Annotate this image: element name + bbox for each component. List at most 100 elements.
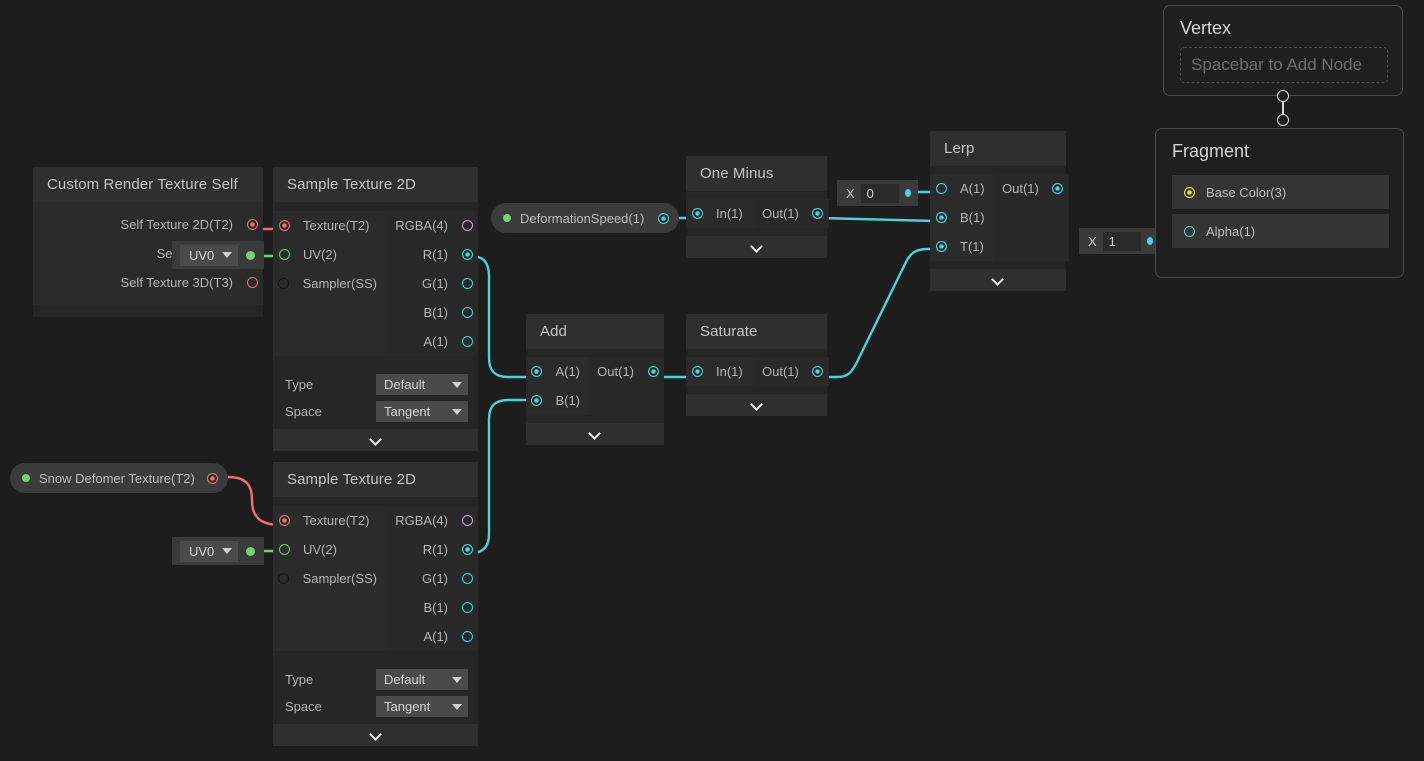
float-port-icon[interactable]: [904, 189, 911, 197]
texture2d-port-icon[interactable]: [278, 515, 290, 526]
port-dot-wrap[interactable]: [273, 278, 295, 289]
port-dot-wrap[interactable]: [273, 573, 295, 584]
port-dot-wrap[interactable]: [807, 208, 829, 219]
input-port-texture[interactable]: Texture(T2): [273, 211, 385, 240]
node-sample-texture-2d-top[interactable]: Sample Texture 2D Texture(T2) UV(2) Samp…: [273, 167, 478, 451]
texture2d-port-icon[interactable]: [207, 472, 218, 484]
setting-space[interactable]: Space Tangent: [273, 693, 478, 720]
setting-type[interactable]: Type Default: [273, 371, 478, 398]
output-port-out[interactable]: Out(1): [588, 357, 664, 386]
float-port-icon[interactable]: [461, 544, 473, 555]
master-stack-vertex[interactable]: Vertex Spacebar to Add Node: [1163, 5, 1403, 96]
port-dot-wrap[interactable]: [930, 241, 952, 252]
output-port-out[interactable]: Out(1): [754, 357, 829, 386]
float-port-icon[interactable]: [461, 249, 473, 260]
collapse-toggle[interactable]: [273, 724, 478, 746]
float-port-icon[interactable]: [691, 366, 703, 377]
float-port-icon[interactable]: [658, 212, 669, 224]
input-port-t[interactable]: T(1): [930, 232, 994, 261]
uv-select[interactable]: UV0: [180, 244, 239, 266]
property-snow-deformer-texture[interactable]: Snow Defomer Texture(T2): [10, 463, 228, 493]
output-port-rgba[interactable]: RGBA(4): [385, 506, 478, 535]
input-port-in[interactable]: In(1): [686, 199, 754, 228]
port-dot-wrap[interactable]: [456, 307, 478, 318]
port-dot-wrap[interactable]: [456, 573, 478, 584]
input-port-b[interactable]: B(1): [526, 386, 588, 415]
float-port-icon[interactable]: [461, 631, 473, 642]
collapse-toggle[interactable]: [686, 394, 827, 416]
float-port-icon[interactable]: [531, 395, 543, 406]
port-dot-wrap[interactable]: [456, 220, 478, 231]
port-dot-wrap[interactable]: [930, 212, 952, 223]
add-node-placeholder[interactable]: Spacebar to Add Node: [1180, 47, 1388, 83]
uv-select[interactable]: UV0: [180, 540, 239, 562]
port-dot-wrap[interactable]: [526, 395, 547, 406]
port-dot-wrap[interactable]: [456, 631, 478, 642]
uv-port-icon[interactable]: [246, 250, 256, 260]
float-port-icon[interactable]: [691, 208, 703, 219]
port-dot-wrap[interactable]: [930, 183, 952, 194]
setting-type[interactable]: Type Default: [273, 666, 478, 693]
texture2d-port-icon[interactable]: [246, 219, 258, 230]
vector4-port-icon[interactable]: [461, 515, 473, 526]
float-port-icon[interactable]: [461, 573, 473, 584]
type-dropdown[interactable]: Default: [376, 669, 468, 690]
output-port-out[interactable]: Out(1): [754, 199, 829, 228]
port-dot-wrap[interactable]: [456, 515, 478, 526]
collapse-toggle[interactable]: [686, 236, 827, 258]
float-port-icon[interactable]: [1146, 237, 1153, 245]
input-port-sampler[interactable]: Sampler(SS): [273, 269, 385, 298]
space-dropdown[interactable]: Tangent: [376, 696, 468, 717]
output-port-g[interactable]: G(1): [385, 564, 478, 593]
output-port-a[interactable]: A(1): [385, 622, 478, 651]
input-port-in[interactable]: In(1): [686, 357, 754, 386]
output-port-b[interactable]: B(1): [385, 593, 478, 622]
port-dot-wrap[interactable]: [456, 249, 478, 260]
output-port-r[interactable]: R(1): [385, 240, 478, 269]
input-port-sampler[interactable]: Sampler(SS): [273, 564, 385, 593]
float-port-icon[interactable]: [647, 366, 659, 377]
float-input[interactable]: 1: [1102, 231, 1141, 251]
float-input[interactable]: 0: [860, 183, 899, 203]
input-port-a[interactable]: A(1): [930, 174, 994, 203]
collapse-toggle[interactable]: [930, 269, 1066, 291]
float-field-lerp-a[interactable]: X 0: [837, 180, 918, 206]
float-port-icon[interactable]: [1184, 225, 1195, 237]
float-port-icon[interactable]: [531, 366, 543, 377]
texture2d-port-icon[interactable]: [278, 220, 290, 231]
input-port-uv[interactable]: UV(2): [273, 240, 385, 269]
port-dot-wrap[interactable]: [273, 220, 295, 231]
fragment-top-nub[interactable]: [1277, 114, 1289, 126]
node-lerp[interactable]: Lerp A(1) B(1) T(1) Out(1): [930, 131, 1069, 291]
node-add[interactable]: Add A(1) B(1) Out(1): [526, 314, 664, 445]
port-dot-wrap[interactable]: [526, 366, 547, 377]
input-port-a[interactable]: A(1): [526, 357, 588, 386]
vector4-port-icon[interactable]: [461, 220, 473, 231]
input-port-texture[interactable]: Texture(T2): [273, 506, 385, 535]
port-dot-wrap[interactable]: [273, 544, 295, 555]
space-dropdown[interactable]: Tangent: [376, 401, 468, 422]
float-port-icon[interactable]: [461, 278, 473, 289]
float-port-icon[interactable]: [935, 241, 947, 252]
output-port-r[interactable]: R(1): [385, 535, 478, 564]
setting-space[interactable]: Space Tangent: [273, 398, 478, 425]
port-dot-wrap[interactable]: [273, 249, 295, 260]
port-dot-wrap[interactable]: [456, 544, 478, 555]
property-deformation-speed[interactable]: DeformationSpeed(1): [491, 203, 679, 233]
node-one-minus[interactable]: One Minus In(1) Out(1): [686, 156, 829, 258]
port-dot-wrap[interactable]: [456, 336, 478, 347]
output-port-self-texture-3d[interactable]: Self Texture 3D(T3): [33, 268, 263, 297]
port-dot-wrap[interactable]: [1047, 183, 1069, 194]
texture3d-port-icon[interactable]: [246, 277, 258, 288]
port-dot-wrap[interactable]: [456, 278, 478, 289]
type-dropdown[interactable]: Default: [376, 374, 468, 395]
uv-port-icon[interactable]: [246, 546, 256, 556]
output-port-a[interactable]: A(1): [385, 327, 478, 356]
uv-port-icon[interactable]: [278, 544, 290, 555]
float-port-icon[interactable]: [812, 366, 824, 377]
uv-port-icon[interactable]: [278, 249, 290, 260]
float-port-icon[interactable]: [812, 208, 824, 219]
float-port-icon[interactable]: [935, 183, 947, 194]
input-port-uv[interactable]: UV(2): [273, 535, 385, 564]
